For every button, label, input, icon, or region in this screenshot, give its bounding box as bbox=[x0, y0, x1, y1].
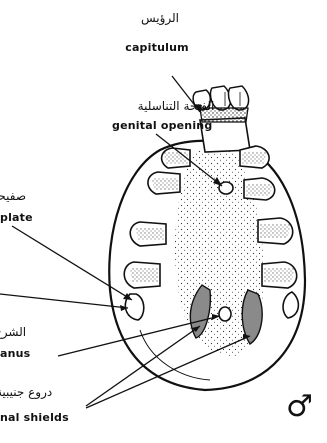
capitulum-label-en: capitulum bbox=[104, 42, 210, 53]
anus-label-en: anus bbox=[0, 348, 30, 359]
capitulum-label-ar: الرؤيس bbox=[128, 12, 192, 24]
anus bbox=[219, 307, 231, 321]
plate-label-ar: صفيحة bbox=[0, 190, 44, 202]
shields-label-en: nal shields bbox=[0, 412, 69, 423]
genital-opening bbox=[219, 182, 233, 194]
male-symbol: ♂ bbox=[286, 392, 313, 422]
anus-label-ar: الشرج bbox=[0, 326, 46, 338]
shields-label-ar: دروع جنيبية bbox=[0, 386, 86, 398]
plate-label-en: plate bbox=[0, 212, 33, 223]
genital-opening-label-ar: الفتحة التناسلية bbox=[122, 100, 230, 112]
genital-opening-label-en: genital opening bbox=[112, 120, 212, 131]
